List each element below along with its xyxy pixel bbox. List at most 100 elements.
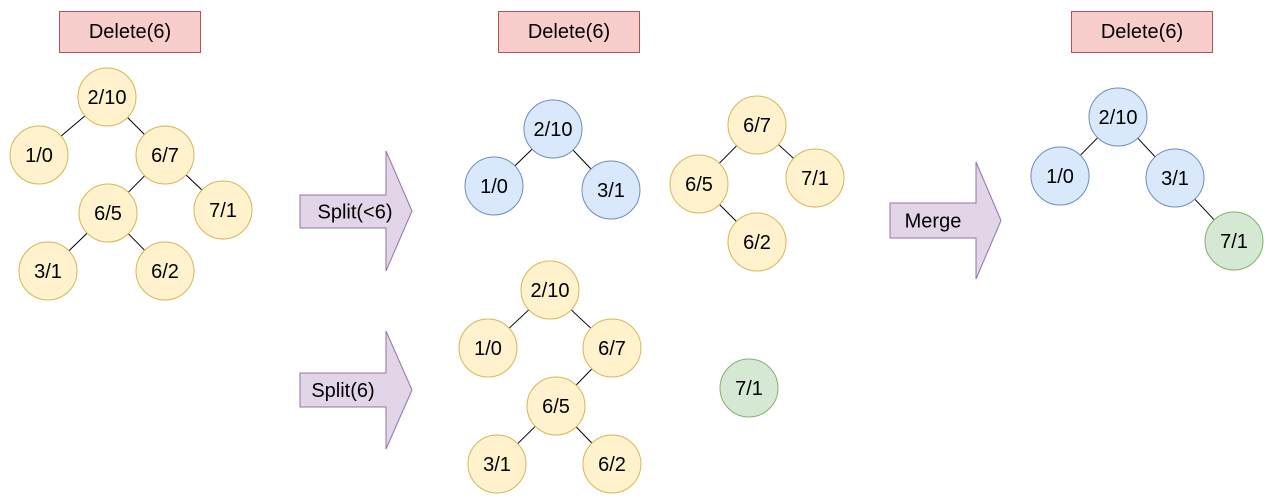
arrow-shape — [889, 161, 1002, 280]
node-label: 7/1 — [801, 168, 829, 190]
node-label: 6/5 — [542, 396, 570, 418]
tree-node: 3/1 — [467, 434, 527, 494]
node-label: 1/0 — [1046, 166, 1074, 188]
node-label: 3/1 — [483, 454, 511, 476]
tree-node: 6/2 — [727, 212, 787, 272]
node-label: 6/2 — [743, 232, 771, 254]
node-label: 2/10 — [88, 87, 127, 109]
node-circle — [523, 99, 583, 159]
tree-node: 1/0 — [458, 318, 518, 378]
split-eq-arrow: Split(6) — [299, 330, 413, 450]
node-circle — [526, 376, 586, 436]
tree-original: 2/10 1/0 6/7 6/5 7/1 3/1 6/2 — [9, 67, 253, 301]
node-circle — [669, 154, 729, 214]
node-label: 6/5 — [94, 203, 122, 225]
node-circle — [458, 318, 518, 378]
node-label: 6/7 — [598, 338, 626, 360]
node-label: 7/1 — [209, 200, 237, 222]
node-label: 7/1 — [735, 378, 763, 400]
node-circle — [464, 156, 524, 216]
node-label: 1/0 — [480, 176, 508, 198]
tree-edge — [1194, 198, 1215, 221]
tree-node: 6/5 — [526, 376, 586, 436]
tree-node: 1/0 — [1030, 146, 1090, 206]
tree-edge — [572, 149, 592, 170]
node-circle — [77, 67, 137, 127]
tree-edge — [719, 204, 737, 222]
node-circle — [467, 434, 527, 494]
tree-edge — [185, 174, 203, 191]
node-label: 7/1 — [1220, 231, 1248, 253]
tree-edge — [508, 309, 530, 329]
node-label: 2/10 — [534, 119, 573, 141]
tree-node: 6/2 — [582, 434, 642, 494]
node-label: 2/10 — [531, 280, 570, 302]
tree-node: 6/7 — [135, 125, 195, 185]
node-label: 1/0 — [25, 145, 53, 167]
arrow-label: Split(<6) — [317, 202, 392, 224]
tree-edge — [778, 144, 794, 159]
tree-edge — [60, 115, 86, 137]
node-label: 3/1 — [34, 261, 62, 283]
delete-label-original: Delete(6) — [59, 11, 201, 53]
arrow-shape — [299, 330, 413, 450]
node-circle — [1088, 87, 1148, 147]
node-circle — [1145, 148, 1205, 208]
arrow-label: Split(6) — [311, 380, 374, 402]
tree-edge — [575, 368, 593, 386]
tree-split-lt-left: 2/10 1/0 3/1 — [464, 99, 641, 220]
node-circle — [582, 318, 642, 378]
arrow-shape — [299, 150, 413, 272]
delete-label-merged: Delete(6) — [1071, 11, 1213, 53]
node-circle — [727, 95, 787, 155]
node-circle — [727, 212, 787, 272]
node-circle — [1030, 146, 1090, 206]
tree-node: 3/1 — [581, 160, 641, 220]
delete-label-split: Delete(6) — [498, 11, 640, 53]
node-label: 6/7 — [743, 115, 771, 137]
node-label: 2/10 — [1099, 107, 1138, 129]
node-label: 3/1 — [1161, 168, 1189, 190]
tree-split-eq-single: 7/1 — [719, 358, 779, 418]
split-lt-arrow: Split(<6) — [299, 150, 413, 272]
tree-edge — [575, 426, 593, 444]
tree-node: 6/5 — [78, 183, 138, 243]
tree-node: 6/2 — [135, 241, 195, 301]
node-circle — [520, 260, 580, 320]
tree-node: 2/10 — [523, 99, 583, 159]
node-circle — [581, 160, 641, 220]
tree-node: 1/0 — [464, 156, 524, 216]
node-circle — [193, 180, 253, 240]
tree-edge — [127, 233, 146, 251]
tree-node: 7/1 — [193, 180, 253, 240]
node-circle — [1204, 211, 1264, 271]
node-circle — [135, 125, 195, 185]
node-circle — [582, 434, 642, 494]
node-label: 6/2 — [598, 454, 626, 476]
node-circle — [719, 358, 779, 418]
tree-node: 2/10 — [520, 260, 580, 320]
node-label: 6/5 — [685, 174, 713, 196]
node-circle — [78, 183, 138, 243]
node-circle — [18, 241, 78, 301]
tree-node: 7/1 — [785, 148, 845, 208]
tree-split-eq-left: 2/10 1/0 6/7 6/5 3/1 6/2 — [458, 260, 642, 494]
tree-merged: 2/10 1/0 3/1 7/1 — [1030, 87, 1264, 271]
tree-node: 6/5 — [669, 154, 729, 214]
node-label: 6/7 — [151, 145, 179, 167]
tree-edge — [514, 148, 533, 167]
tree-edge — [127, 117, 145, 135]
tree-edge — [1079, 137, 1099, 156]
tree-node: 6/7 — [727, 95, 787, 155]
tree-edge — [127, 175, 146, 193]
node-label: 3/1 — [597, 180, 625, 202]
tree-node: 1/0 — [9, 125, 69, 185]
tree-node: 3/1 — [18, 241, 78, 301]
tree-edge — [517, 425, 536, 445]
tree-node: 7/1 — [719, 358, 779, 418]
tree-node: 2/10 — [77, 67, 137, 127]
tree-edge — [570, 309, 592, 329]
node-circle — [135, 241, 195, 301]
tree-edge — [68, 232, 88, 252]
